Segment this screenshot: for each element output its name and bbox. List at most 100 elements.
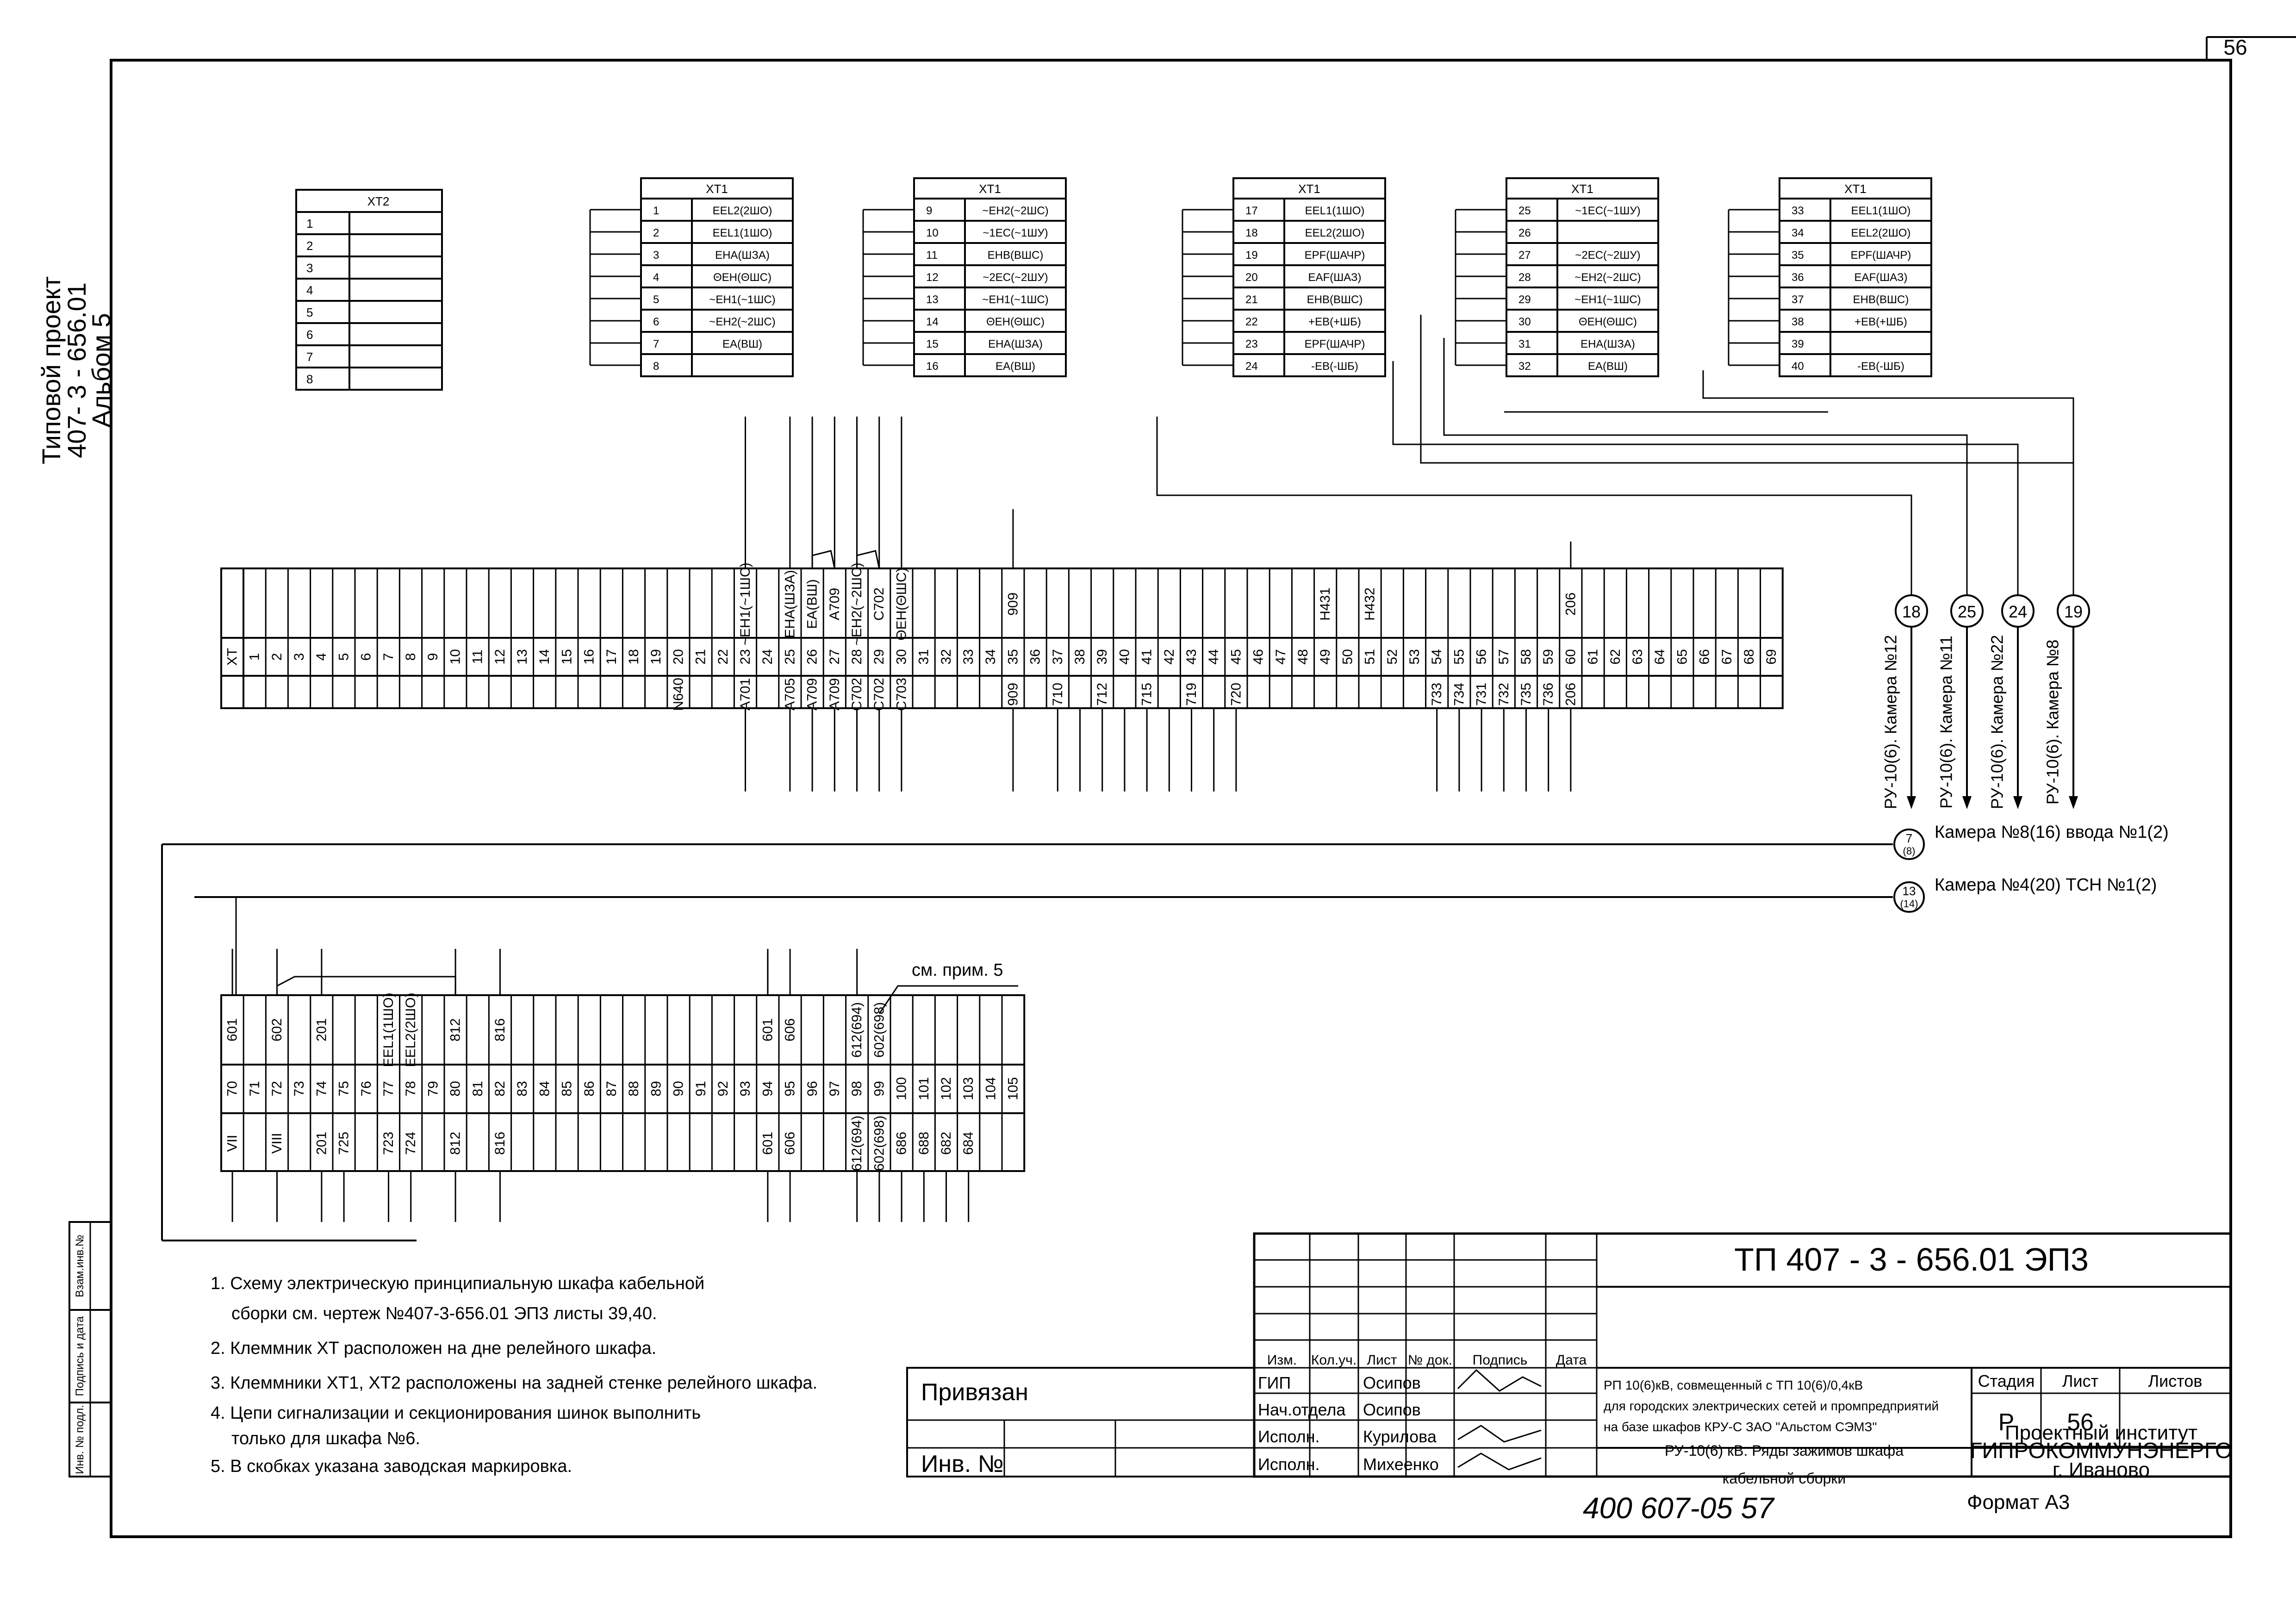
lower-top-label: 602(698): [871, 1002, 887, 1058]
strip-jumper: [811, 550, 835, 569]
xt1-table-title: XT1: [1571, 182, 1593, 196]
xt-top-label: H432: [1363, 587, 1378, 621]
xt1-terminal-number: 3: [653, 249, 659, 262]
lower-terminal-number: 81: [470, 1081, 485, 1096]
xt1-terminal-number: 23: [1245, 338, 1258, 350]
xt-terminal-number: 33: [961, 649, 976, 664]
xt-terminal-number: 38: [1072, 649, 1088, 664]
xt1-terminal-number: 13: [926, 293, 939, 306]
lower-top-label: EEL1(1ШО): [381, 993, 396, 1067]
xt-terminal-number: 40: [1117, 649, 1132, 664]
xt1-terminal-number: 28: [1518, 271, 1531, 284]
strip-jumper: [856, 550, 880, 569]
xt2-title: XT2: [367, 194, 390, 208]
lower-terminal-number: 96: [805, 1081, 820, 1096]
xt-terminal-number: 69: [1764, 649, 1779, 664]
xt1-terminal-number: 19: [1245, 249, 1258, 262]
xt-terminal-number: 60: [1563, 649, 1578, 664]
xt1-terminal-number: 29: [1518, 293, 1531, 306]
signature: [1457, 1425, 1542, 1443]
xt1-terminal-label: EPF(ШАЧР): [1305, 338, 1365, 350]
xt-terminal-number: 32: [939, 649, 954, 664]
xt-top-label: H431: [1318, 587, 1333, 621]
xt2-table-border: [295, 189, 443, 391]
lower-terminal-number: 101: [916, 1077, 932, 1100]
xt-terminal-number: 48: [1295, 649, 1311, 664]
xt-bottom-label: 712: [1095, 683, 1110, 706]
lower-terminal-number: 85: [560, 1081, 575, 1096]
lower-terminal-number: 86: [582, 1081, 597, 1096]
xt1-terminal-label: ~1EC(~1ШУ): [983, 227, 1048, 239]
xt1-table-border: [640, 177, 794, 377]
xt1-terminal-number: 2: [653, 227, 659, 239]
side-label-line1: Типовой проект: [37, 276, 66, 464]
project-description: РП 10(6)кВ, совмещенный с ТП 10(6)/0,4кВ: [1604, 1378, 1863, 1392]
xt-terminal-number: 52: [1385, 649, 1400, 664]
lower-terminal-number: 88: [626, 1081, 641, 1096]
xt-terminal-number: 8: [403, 653, 418, 661]
xt-terminal-number: 62: [1608, 649, 1623, 664]
xt1-table-title: XT1: [979, 182, 1001, 196]
xt1-table-border: [1232, 177, 1386, 377]
xt-terminal-number: 9: [425, 653, 441, 661]
xt1-terminal-number: 25: [1518, 205, 1531, 217]
lower-bottom-label: 723: [381, 1132, 396, 1155]
xt1-terminal-number: 33: [1792, 205, 1804, 217]
xt1-terminal-label: EPF(ШАЧР): [1305, 249, 1365, 262]
xt1-terminal-number: 32: [1518, 360, 1531, 373]
lower-bottom-label: 816: [492, 1132, 508, 1155]
xt-terminal-number: 22: [716, 649, 731, 664]
xt2-row-number: 4: [306, 283, 313, 297]
title-header: Подпись: [1473, 1353, 1528, 1368]
xt-terminal-number: 3: [292, 653, 307, 661]
xt1-terminal-number: 16: [926, 360, 939, 373]
xt1-terminal-label: EEL2(2ШО): [1851, 227, 1911, 239]
cable-route: [1443, 338, 1968, 611]
xt1-terminal-number: 22: [1245, 316, 1258, 328]
cable-number: 24: [2009, 602, 2027, 621]
xt2-row-number: 2: [306, 239, 313, 253]
xt-bottom-label: 732: [1496, 683, 1512, 706]
bus-number-circle: [1893, 881, 1925, 913]
xt-terminal-number: 18: [626, 649, 641, 664]
xt1-terminal-number: 5: [653, 293, 659, 306]
connection-wires: [161, 315, 2074, 1241]
xt-bottom-label: C702: [849, 678, 865, 711]
xt1-terminal-label: EAF(ШАЗ): [1854, 271, 1908, 284]
lower-bottom-label: 686: [894, 1132, 909, 1155]
xt-terminal-number: 57: [1496, 649, 1512, 664]
cable-arrow: [2013, 796, 2022, 809]
organization-line: ГИПРОКОММУНЭНЕРГО: [1970, 1439, 2233, 1463]
lower-terminal-number: 105: [1006, 1077, 1021, 1100]
xt-terminal-number: 37: [1050, 649, 1065, 664]
xt-terminal-number: 30: [894, 649, 909, 664]
xt-terminal-number: 27: [827, 649, 842, 664]
xt-terminal-number: 16: [582, 649, 597, 664]
xt1-terminal-label: EHB(ВШС): [988, 249, 1044, 262]
sheet-value: 56: [2067, 1409, 2094, 1436]
xt1-terminal-number: 4: [653, 271, 659, 284]
xt1-terminal-label: ~2EC(~2ШУ): [1575, 249, 1640, 262]
lower-terminal-number: 74: [314, 1081, 329, 1096]
stage-header: Стадия: [1978, 1371, 2035, 1390]
xt1-table-border: [1506, 177, 1659, 377]
xt-bottom-label: 206: [1563, 683, 1578, 706]
xt1-terminal-number: 35: [1792, 249, 1804, 262]
note-line: сборки см. чертеж №407-3-656.01 ЭП3 лист…: [231, 1304, 657, 1323]
xt-terminal-number: 15: [559, 649, 574, 664]
xt-terminal-number: 11: [470, 649, 485, 664]
xt1-terminal-label: EA(ВШ): [1588, 360, 1628, 373]
sheet-title-line: РУ-10(6) кВ. Ряды зажимов шкафа: [1665, 1442, 1904, 1459]
xt-terminal-number: 4: [314, 653, 329, 661]
note-leader-line: [878, 985, 1018, 1014]
side-label-line3: Альбом 5: [87, 313, 116, 428]
lower-bottom-label: 684: [961, 1132, 976, 1155]
cable-number: 25: [1958, 602, 1976, 621]
xt1-terminal-label: EHA(ШЗА): [715, 249, 770, 262]
lower-terminal-number: 98: [849, 1081, 865, 1096]
xt1-terminal-label: ~1EC(~1ШУ): [1575, 205, 1640, 217]
xt1-terminal-label: EA(ВШ): [722, 338, 762, 350]
lower-terminal-number: 72: [269, 1081, 285, 1096]
